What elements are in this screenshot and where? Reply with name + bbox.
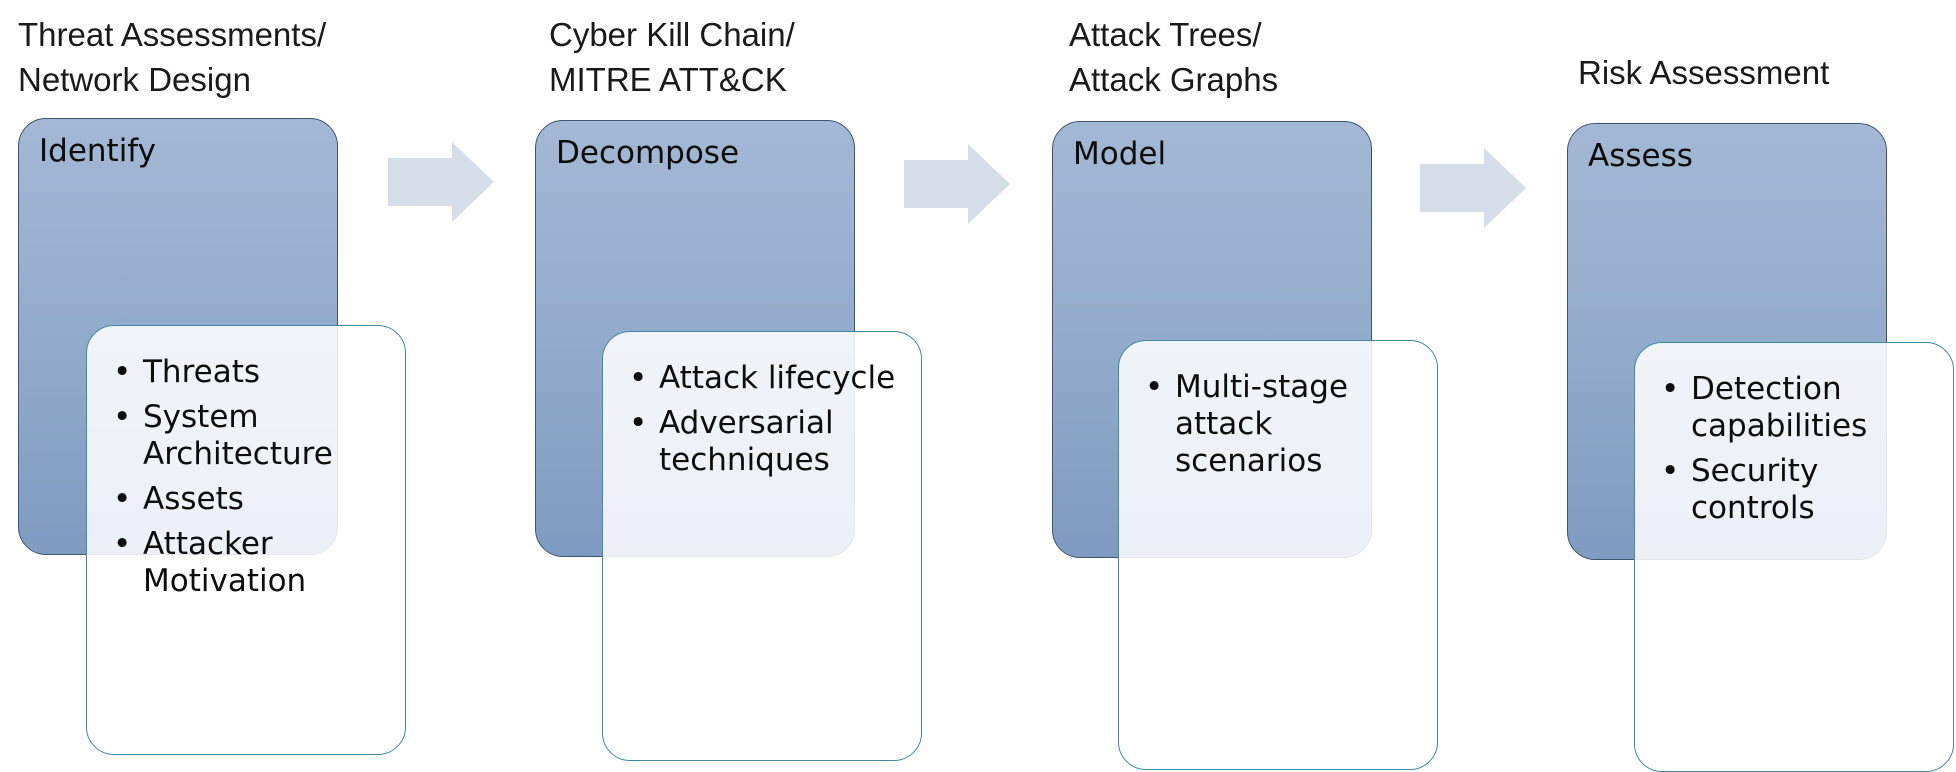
detail-list: Attack lifecycle Adversarial techniques xyxy=(629,360,909,487)
header-line: MITRE ATT&CK xyxy=(549,61,787,98)
stage-header: Attack Trees/ Attack Graphs xyxy=(1069,12,1278,102)
right-arrow-icon xyxy=(1420,148,1526,228)
stage-header: Threat Assessments/ Network Design xyxy=(18,12,326,102)
detail-list: Threats System Architecture Assets Attac… xyxy=(113,354,393,608)
right-arrow-icon xyxy=(904,144,1010,224)
list-item: System Architecture xyxy=(113,399,393,473)
detail-list: Multi-stage attack scenarios xyxy=(1145,369,1425,488)
list-item: Adversarial techniques xyxy=(629,405,909,479)
stage-decompose: Cyber Kill Chain/ MITRE ATT&CK Decompose… xyxy=(535,0,965,761)
header-line: Threat Assessments/ xyxy=(18,16,327,53)
list-item: Security controls xyxy=(1661,453,1941,527)
header-line: Attack Graphs xyxy=(1069,61,1279,98)
detail-card: Attack lifecycle Adversarial techniques xyxy=(602,331,922,761)
stage-model: Attack Trees/ Attack Graphs Model Multi-… xyxy=(1052,0,1482,770)
stage-header: Cyber Kill Chain/ MITRE ATT&CK xyxy=(549,12,795,102)
right-arrow-icon xyxy=(388,142,494,222)
detail-card: Threats System Architecture Assets Attac… xyxy=(86,325,406,755)
list-item: Multi-stage attack scenarios xyxy=(1145,369,1425,480)
list-item: Threats xyxy=(113,354,393,391)
detail-list: Detection capabilities Security controls xyxy=(1661,371,1941,535)
detail-card: Detection capabilities Security controls xyxy=(1634,342,1954,772)
process-title: Assess xyxy=(1588,138,1693,174)
list-item: Assets xyxy=(113,481,393,518)
header-line: Attack Trees/ xyxy=(1069,16,1262,53)
header-line: Network Design xyxy=(18,61,251,98)
stage-assess: Risk Assessment Assess Detection capabil… xyxy=(1567,0,1956,772)
process-title: Identify xyxy=(39,133,157,169)
stage-identify: Threat Assessments/ Network Design Ident… xyxy=(18,0,448,758)
process-title: Decompose xyxy=(556,135,740,171)
process-title: Model xyxy=(1073,136,1167,172)
detail-card: Multi-stage attack scenarios xyxy=(1118,340,1438,770)
stage-header: Risk Assessment xyxy=(1578,50,1829,95)
list-item: Detection capabilities xyxy=(1661,371,1941,445)
header-line: Cyber Kill Chain/ xyxy=(549,16,795,53)
list-item: Attacker Motivation xyxy=(113,526,393,600)
header-line: Risk Assessment xyxy=(1578,54,1830,91)
list-item: Attack lifecycle xyxy=(629,360,909,397)
